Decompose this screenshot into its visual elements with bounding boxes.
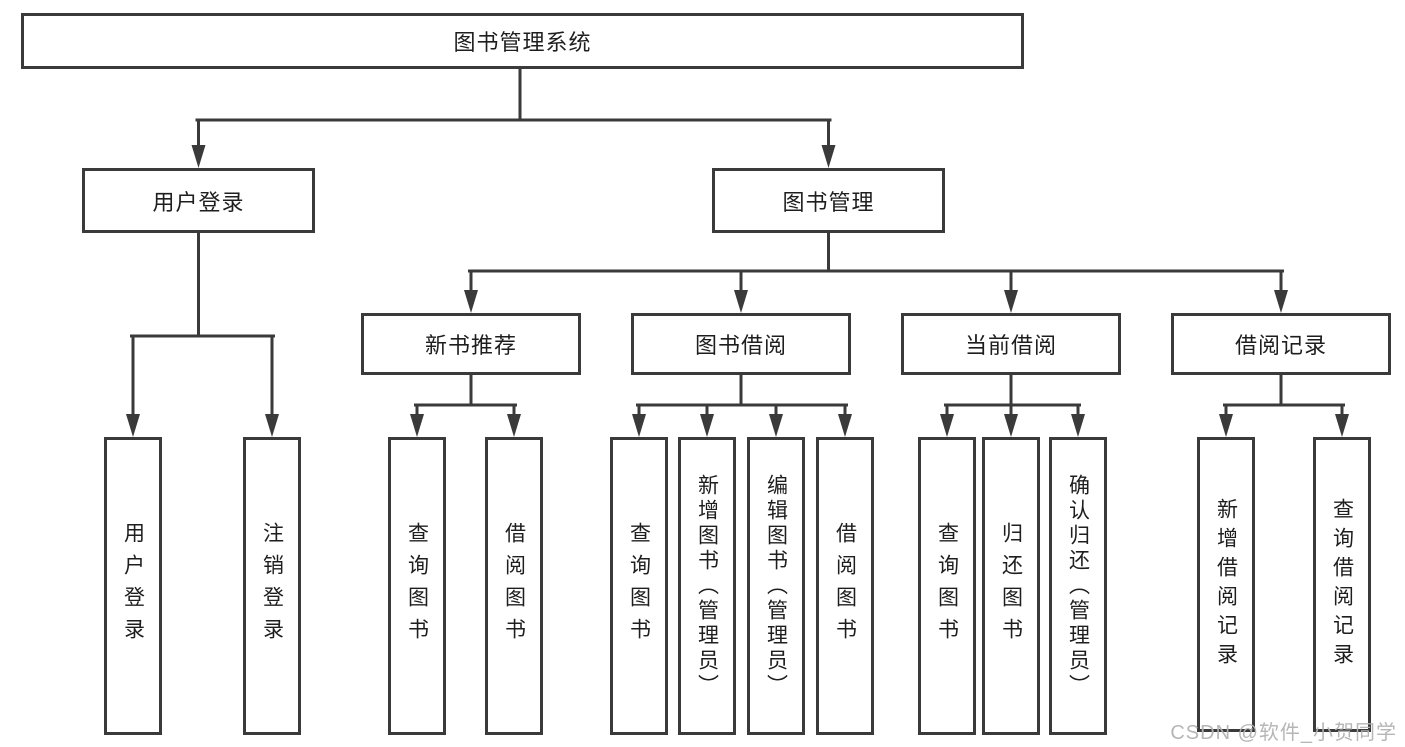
connector-user-login-children [126, 231, 279, 437]
node-book-mgmt: 图书管理 [712, 168, 945, 233]
leaf-return-book: 归还图书 [982, 437, 1040, 735]
connector-new-books-children [410, 373, 521, 437]
leaf-query-books-2: 查询图书 [610, 437, 668, 735]
connector-book-borrow-children [632, 373, 852, 437]
leaf-edit-book-admin: 编辑图书（管理员） [747, 437, 805, 735]
node-borrow-records: 借阅记录 [1171, 313, 1391, 375]
leaf-add-borrow-record: 新增借阅记录 [1197, 437, 1255, 732]
node-new-books: 新书推荐 [361, 313, 581, 375]
connector-current-borrow-children [940, 373, 1085, 437]
node-current-borrow-label: 当前借阅 [964, 333, 1057, 358]
leaf-query-books-1-label: 查询图书 [405, 522, 429, 650]
leaf-borrow-books-2-label: 借阅图书 [833, 522, 857, 650]
node-user-login-label: 用户登录 [152, 189, 245, 215]
leaf-add-book-admin: 新增图书（管理员） [678, 437, 736, 735]
leaf-user-login: 用户登录 [104, 437, 162, 735]
leaf-return-book-label: 归还图书 [999, 522, 1023, 650]
leaf-query-books-3: 查询图书 [918, 437, 976, 735]
node-current-borrow: 当前借阅 [901, 313, 1121, 375]
leaf-borrow-books-2: 借阅图书 [816, 437, 874, 735]
node-user-login: 用户登录 [82, 168, 315, 233]
connector-book-mgmt-children [464, 231, 1288, 313]
node-book-borrow: 图书借阅 [631, 313, 851, 375]
leaf-logout: 注销登录 [243, 437, 301, 735]
leaf-add-book-admin-label: 新增图书（管理员） [695, 473, 719, 699]
leaf-query-books-3-label: 查询图书 [935, 522, 959, 650]
node-borrow-records-label: 借阅记录 [1234, 333, 1327, 358]
watermark: CSDN @软件_小贺同学 [1170, 722, 1397, 744]
node-book-borrow-label: 图书借阅 [694, 333, 787, 358]
node-book-mgmt-label: 图书管理 [782, 189, 875, 215]
leaf-borrow-books-1: 借阅图书 [485, 437, 543, 735]
leaf-add-borrow-record-label: 新增借阅记录 [1214, 497, 1238, 672]
leaf-borrow-books-1-label: 借阅图书 [502, 522, 526, 650]
leaf-query-books-1: 查询图书 [388, 437, 446, 735]
leaf-confirm-return-admin-label: 确认归还（管理员） [1066, 473, 1090, 699]
leaf-confirm-return-admin: 确认归还（管理员） [1049, 437, 1107, 735]
leaf-user-login-label: 用户登录 [121, 522, 145, 650]
leaf-query-borrow-record-label: 查询借阅记录 [1330, 497, 1354, 672]
node-new-books-label: 新书推荐 [424, 333, 517, 358]
node-root-label: 图书管理系统 [453, 30, 592, 55]
leaf-query-books-2-label: 查询图书 [627, 522, 651, 650]
leaf-logout-label: 注销登录 [260, 522, 284, 650]
leaf-edit-book-admin-label: 编辑图书（管理员） [764, 473, 788, 699]
node-root: 图书管理系统 [21, 13, 1024, 69]
connector-borrow-records-children [1219, 373, 1349, 437]
connector-root-to-level2 [191, 67, 836, 168]
leaf-query-borrow-record: 查询借阅记录 [1313, 437, 1371, 732]
